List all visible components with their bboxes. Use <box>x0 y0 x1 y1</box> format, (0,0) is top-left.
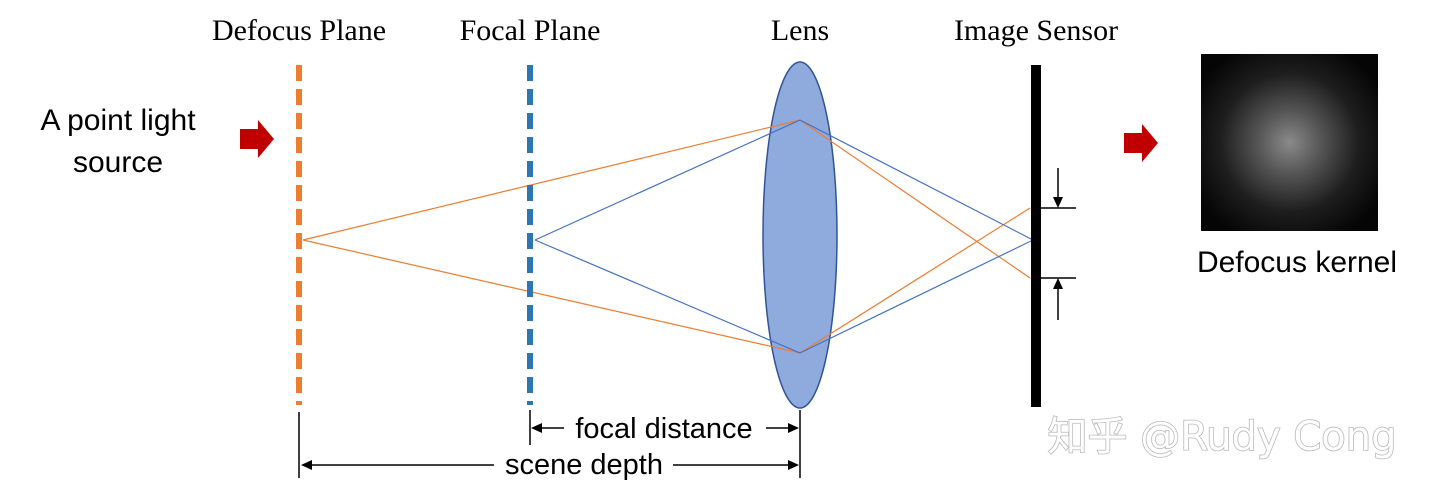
scene-depth-label: scene depth <box>505 449 663 481</box>
watermark: 知乎 @Rudy Cong <box>1048 414 1397 460</box>
lens-label: Lens <box>771 14 829 47</box>
scene-depth-dimension <box>298 412 799 478</box>
lens-ellipse <box>762 61 838 409</box>
light-source-label-line1: A point light <box>40 104 196 137</box>
orange-rays <box>302 119 1031 354</box>
defocus-kernel-image <box>1201 54 1378 231</box>
focal-distance-dimension <box>529 410 801 478</box>
image-sensor-label: Image Sensor <box>954 14 1118 47</box>
focal-plane-label: Focal Plane <box>460 14 601 47</box>
focal-distance-label: focal distance <box>575 413 752 445</box>
right-arrow-icon <box>1124 124 1158 162</box>
right-arrow-icon <box>240 120 274 158</box>
blur-size-markers <box>1041 168 1076 320</box>
image-sensor <box>1031 65 1041 407</box>
defocus-plane-label: Defocus Plane <box>212 14 386 47</box>
defocus-kernel-label: Defocus kernel <box>1197 246 1397 279</box>
light-source-label-line2: source <box>73 146 163 179</box>
blue-rays <box>534 119 1034 354</box>
